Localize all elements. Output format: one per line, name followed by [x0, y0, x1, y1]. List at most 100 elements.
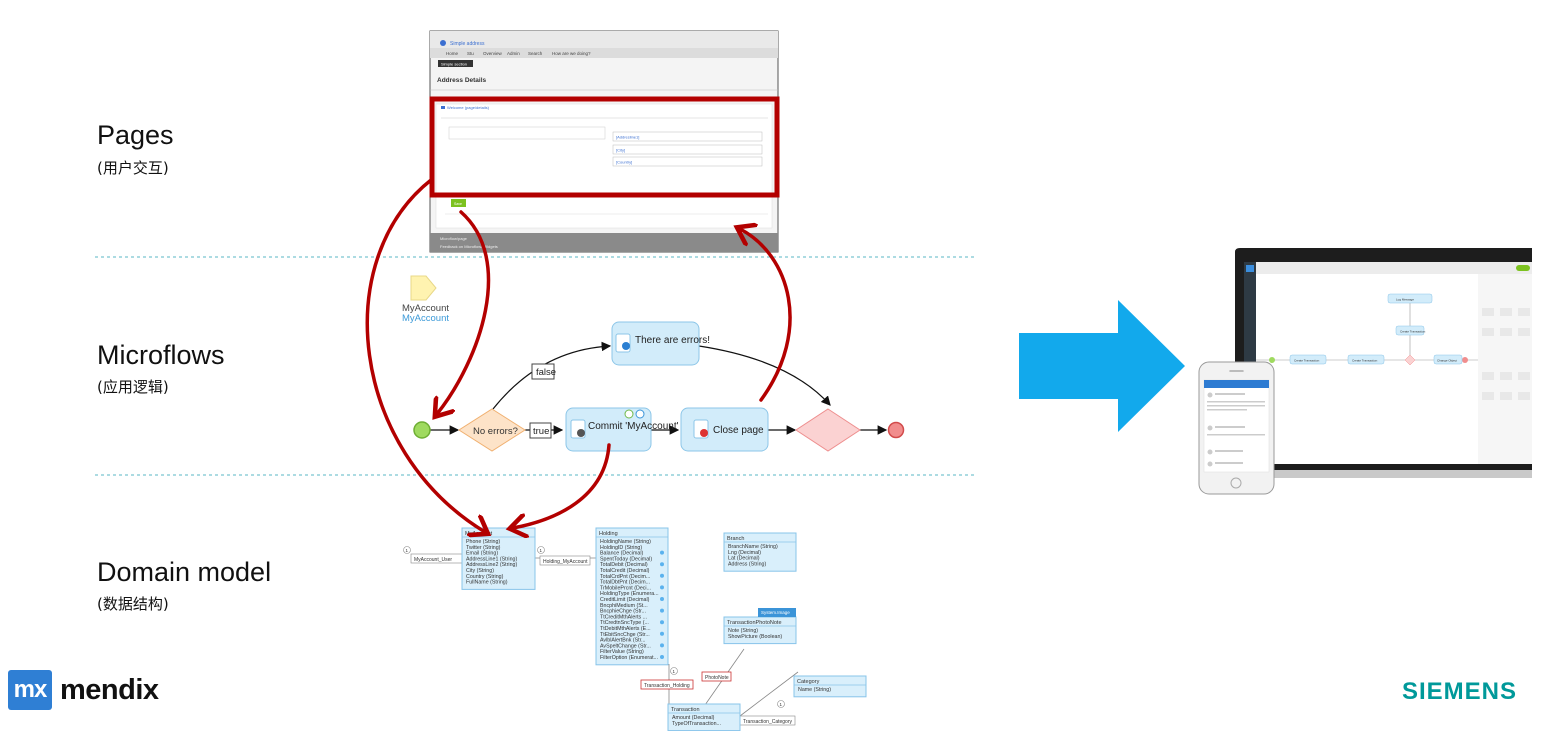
entity-attribute: AvlblAlertBnk (Str...	[600, 638, 646, 644]
laptop-base	[1218, 470, 1532, 478]
entity-attribute: Email (String)	[466, 551, 498, 557]
multiplicity-marker	[537, 546, 545, 554]
association-label: Transaction_Holding	[644, 683, 690, 689]
svg-text:[City]: [City]	[616, 148, 625, 153]
show-message-action	[611, 321, 700, 366]
calculated-attribute-icon	[660, 550, 664, 555]
svg-text:1: 1	[540, 548, 543, 553]
start-event-icon	[413, 421, 431, 439]
svg-text:Create Transaction: Create Transaction	[1400, 330, 1426, 334]
entity-attribute: BncphiMedium (St...	[600, 603, 648, 609]
entity-name: Category	[797, 679, 820, 685]
entity-name: Transaction	[671, 707, 700, 713]
false-label-box	[531, 363, 555, 380]
close-page-action	[680, 407, 769, 452]
entity-attribute: HoldingID (String)	[600, 545, 642, 551]
svg-text:1: 1	[673, 669, 676, 674]
svg-text:[Addresline1]: [Addresline1]	[616, 135, 639, 140]
entity-attribute: HoldingType (Enumera...	[600, 591, 659, 597]
entity-attribute: FullName (String)	[466, 580, 508, 586]
entity-attribute: AvSpeltChange (Str...	[600, 643, 651, 649]
association-label: PhotoNote	[705, 675, 729, 681]
entity-attribute: TypeOfTransaction...	[672, 721, 721, 727]
add-icon	[624, 409, 634, 419]
commit-icon	[577, 429, 585, 437]
entity-attribute: CreditLimit (Decimal)	[600, 597, 650, 603]
entity-attribute: Name (String)	[798, 687, 831, 693]
entity-attribute: AddressLine2 (String)	[466, 562, 517, 568]
entity-attribute: FilterValue (String)	[600, 649, 644, 655]
entity-attribute: TtDebitMthAlerts (E...	[600, 626, 651, 632]
calculated-attribute-icon	[660, 562, 664, 567]
entity-attribute: AddressLine1 (String)	[466, 556, 517, 562]
entity-attribute: City (String)	[466, 568, 494, 574]
entity-attribute: TrMobilePrcnt (Deci...	[600, 585, 651, 591]
mendix-logo-mark: mx	[8, 670, 52, 710]
entity-attribute: Address (String)	[728, 561, 767, 567]
generalization-badge	[758, 608, 796, 617]
entity-attribute: TotalCredit (Decimal)	[600, 568, 650, 574]
svg-text:Simple section: Simple section	[441, 62, 467, 67]
entity-name: Holding	[599, 531, 618, 537]
parameter-type: MyAccount	[402, 313, 449, 324]
entity-name: TransactionPhotoNote	[727, 620, 782, 626]
entity-attribute: BncphieChge (Str...	[600, 609, 646, 615]
red-flow-arrows	[365, 178, 792, 532]
form-highlight-box	[429, 96, 780, 198]
nav-home: Home	[446, 51, 459, 56]
layer-subtitle-domain-model: (数据结构)	[97, 595, 169, 613]
entity-attribute: Phone (String)	[466, 539, 500, 545]
entity-name: Branch	[727, 536, 744, 542]
svg-text:Log Message: Log Message	[1396, 298, 1414, 302]
entity-attribute: Country (String)	[466, 574, 504, 580]
entity-attribute: ShowPicture (Boolean)	[728, 634, 782, 640]
svg-text:[Country]: [Country]	[616, 160, 632, 165]
page-screenshot: Simple address Home Stu Overview Admin S…	[429, 30, 780, 253]
commit-action-label: Commit 'MyAccount'	[588, 421, 679, 432]
footer-text: Feedback on Microflow/ Widgets	[440, 244, 498, 249]
section-button	[438, 60, 473, 67]
nav-item: Search	[528, 51, 543, 56]
entity-attribute: SpentToday (Decimal)	[600, 556, 652, 562]
multiplicity-marker	[403, 546, 411, 554]
nav-item: Overview	[483, 51, 503, 56]
nav-item: How are we doing?	[552, 51, 591, 56]
layer-title-pages: Pages	[97, 120, 174, 150]
svg-text:Create Transaction: Create Transaction	[1294, 359, 1320, 363]
calculated-attribute-icon	[660, 585, 664, 590]
layer-title-microflows: Microflows	[97, 340, 225, 370]
entity-attribute: FilterOption (Enumerat...	[600, 655, 658, 661]
layer-title-domain-model: Domain model	[97, 557, 272, 587]
calculated-attribute-icon	[660, 631, 664, 636]
entity-attribute: TotalDbtPnt (Decim...	[600, 580, 650, 586]
calculated-attribute-icon	[660, 643, 664, 648]
association-label: MyAccount_User	[414, 557, 452, 563]
merge-diamond	[795, 408, 861, 452]
calculated-attribute-icon	[660, 620, 664, 625]
nav-item: Stu	[467, 51, 474, 56]
text-field	[448, 126, 606, 140]
layer-subtitle-pages: (用户交互)	[97, 159, 169, 177]
svg-text:Save: Save	[454, 202, 462, 206]
entity-attribute: HoldingName (String)	[600, 539, 651, 545]
entity-name: MyAccount	[465, 531, 493, 537]
entity-attribute: Lng (Decimal)	[728, 550, 761, 556]
svg-text:1: 1	[780, 702, 783, 707]
big-right-arrow	[1019, 300, 1185, 432]
entity-attribute: BranchName (String)	[728, 544, 778, 550]
nav-item: Admin	[507, 51, 520, 56]
microflow: MyAccount MyAccount No errors? false tru…	[402, 275, 905, 452]
association-label: Transaction_Category	[743, 719, 793, 725]
refresh-icon	[635, 409, 645, 419]
association-label-box	[701, 671, 732, 682]
device-mockups: Create Transaction Log Message Create Tr…	[1198, 248, 1532, 495]
end-event-icon	[887, 421, 905, 439]
svg-text:Change Object: Change Object	[1437, 359, 1457, 363]
error-action-label: There are errors!	[635, 335, 710, 346]
country-field	[612, 156, 763, 167]
app-logo-icon	[440, 40, 446, 46]
